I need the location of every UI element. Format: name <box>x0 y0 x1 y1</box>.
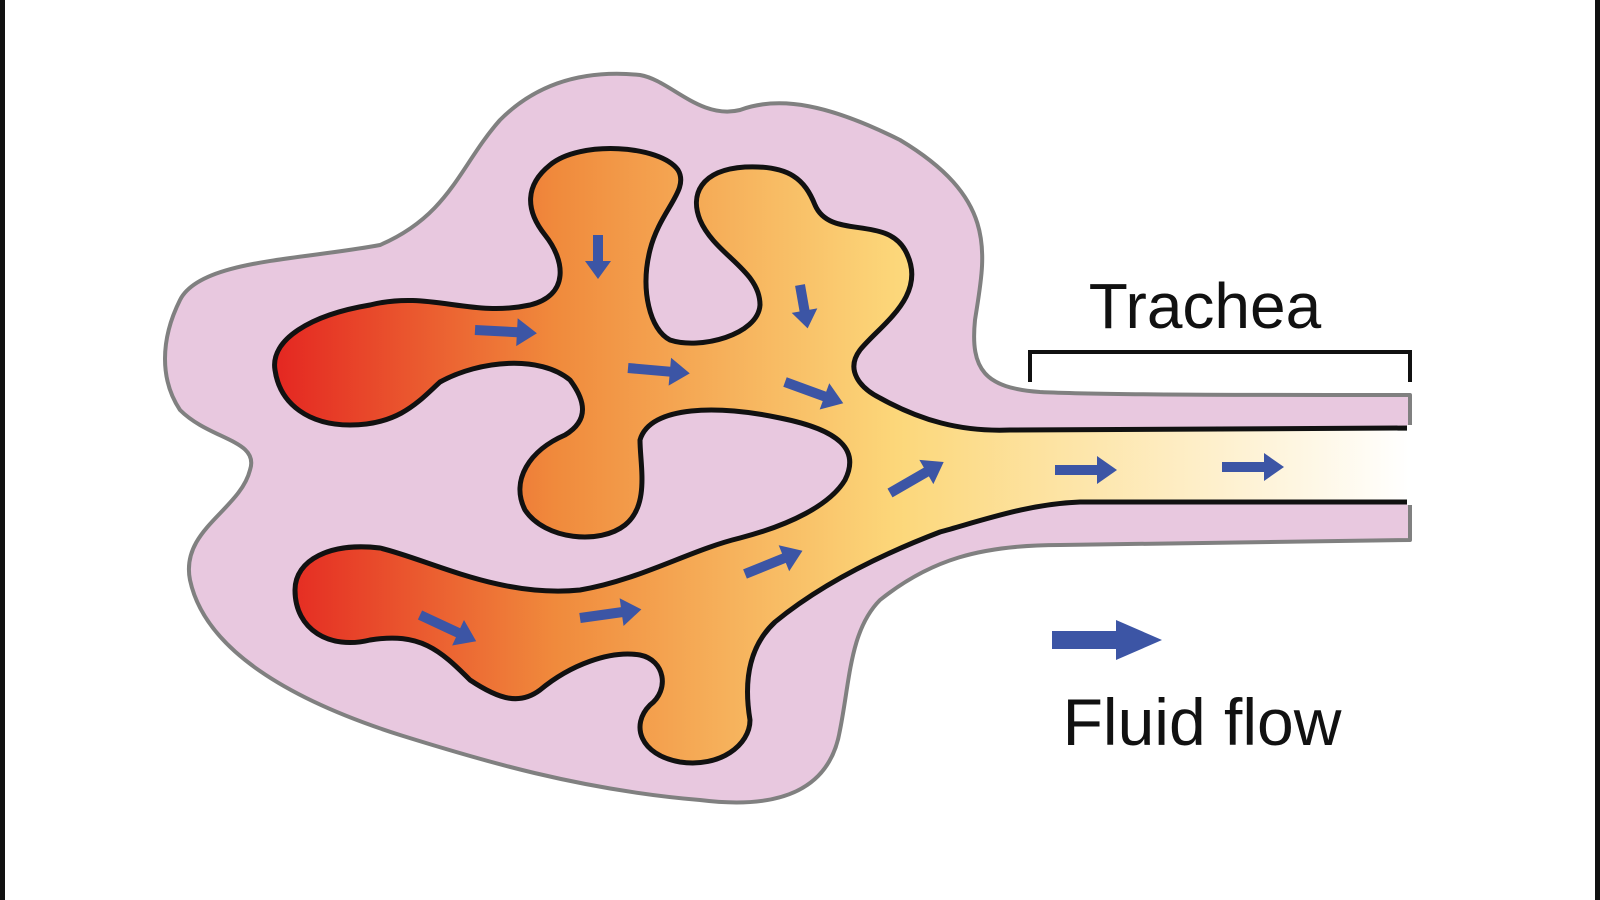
right-arrow-icon <box>627 357 690 386</box>
airway-lumen <box>272 146 1413 766</box>
right-arrow-icon <box>1055 456 1117 484</box>
right-arrow-icon <box>579 598 642 627</box>
trachea-bracket <box>1028 350 1412 382</box>
left-border <box>0 0 5 900</box>
right-arrow-icon <box>1052 631 1118 649</box>
right-arrow-icon <box>791 284 818 329</box>
right-arrow-icon <box>743 545 803 579</box>
right-arrow-icon <box>585 235 611 279</box>
trachea-label: Trachea <box>1089 270 1322 342</box>
trachea-end-mask <box>1407 425 1413 505</box>
legend-arrow <box>1052 620 1162 660</box>
right-arrow-icon <box>783 377 844 410</box>
right-arrow-icon <box>1222 453 1284 481</box>
legend-label: Fluid flow <box>1063 685 1342 759</box>
right-arrow-icon <box>474 318 537 347</box>
right-arrow-icon <box>887 459 944 498</box>
right-border <box>1595 0 1600 900</box>
right-arrow-icon <box>417 610 477 646</box>
flow-arrows <box>417 235 1284 646</box>
